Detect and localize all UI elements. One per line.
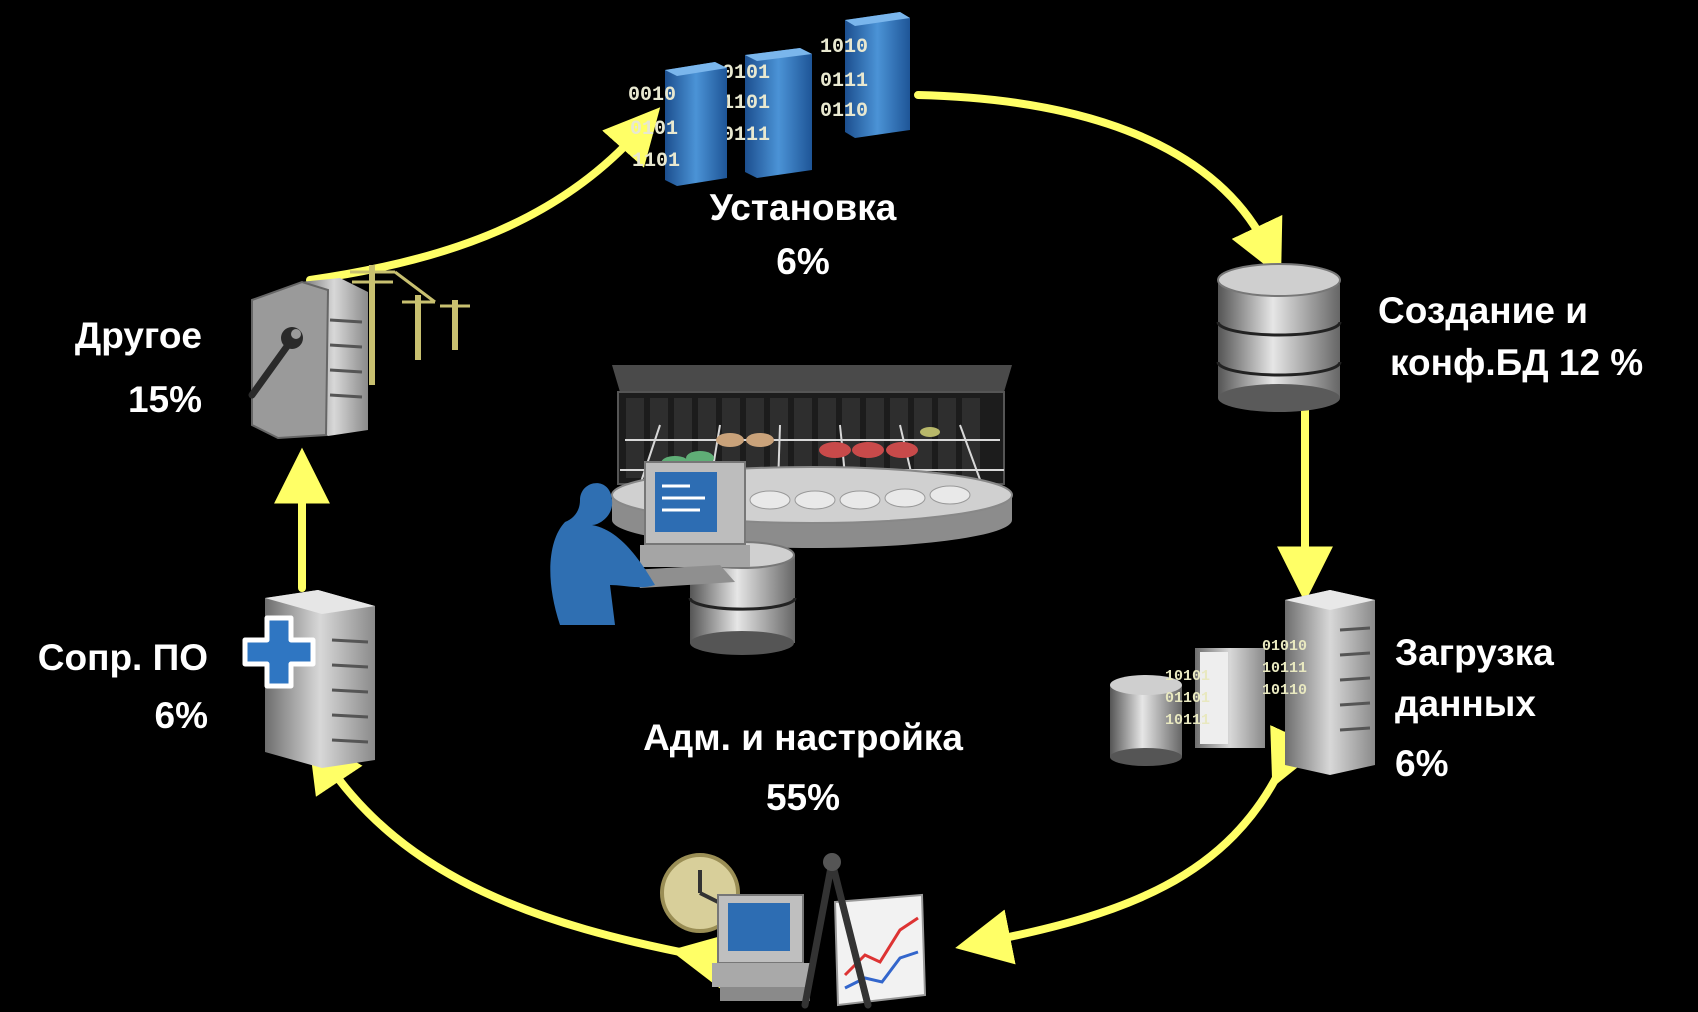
svg-text:0111: 0111 — [722, 124, 770, 147]
svg-text:0111: 0111 — [820, 70, 868, 93]
server-wrench-icon — [248, 265, 470, 440]
load-value: 6% — [1395, 743, 1448, 784]
createdb-label-line1: Создание и — [1378, 290, 1588, 331]
createdb-label-line2: конф.БД 12 % — [1390, 342, 1643, 383]
other-value: 15% — [128, 379, 202, 420]
svg-text:1101: 1101 — [722, 92, 770, 115]
server-medical-cross-icon — [242, 590, 375, 768]
svg-text:01010: 01010 — [1262, 638, 1307, 655]
svg-text:10111: 10111 — [1262, 660, 1307, 677]
svg-text:0110: 0110 — [820, 100, 868, 123]
svg-text:0101: 0101 — [630, 118, 678, 141]
arrow-admin-support — [308, 734, 731, 989]
load-label-line2: данных — [1395, 683, 1536, 724]
support-value: 6% — [155, 695, 208, 736]
database-cylinder-icon — [1216, 263, 1342, 412]
svg-text:0010: 0010 — [628, 84, 676, 107]
svg-text:10101: 10101 — [1165, 668, 1210, 685]
arrow-install-to-createdb — [914, 91, 1283, 278]
other-label: Другое — [75, 315, 202, 356]
load-label-line1: Загрузка — [1395, 632, 1554, 673]
admin-value: 55% — [766, 777, 840, 818]
svg-text:10110: 10110 — [1262, 682, 1307, 699]
monitoring-tools-icon — [660, 853, 927, 1009]
install-value: 6% — [776, 241, 829, 282]
svg-text:01101: 01101 — [1165, 690, 1210, 707]
support-label: Сопр. ПО — [38, 637, 208, 678]
dba-workstation-storage-icon — [550, 365, 1013, 655]
arrow-other-to-install — [306, 107, 661, 284]
svg-text:10111: 10111 — [1165, 712, 1210, 729]
stage-labels: Установка 6% Создание и конф.БД 12 % Заг… — [38, 187, 1643, 818]
svg-text:1101: 1101 — [632, 150, 680, 173]
admin-label: Адм. и настройка — [643, 717, 963, 758]
arrow-load-admin — [955, 725, 1322, 965]
cycle-arrows — [274, 91, 1333, 989]
svg-text:1010: 1010 — [820, 36, 868, 59]
svg-text:0101: 0101 — [722, 62, 770, 85]
binary-data-blocks-icon: 1010 0111 0110 0101 1101 0111 0010 0101 1101 — [628, 12, 910, 186]
install-label: Установка — [710, 187, 897, 228]
data-loading-servers-icon: 10101 01101 10111 01010 10111 10110 — [1110, 590, 1375, 775]
